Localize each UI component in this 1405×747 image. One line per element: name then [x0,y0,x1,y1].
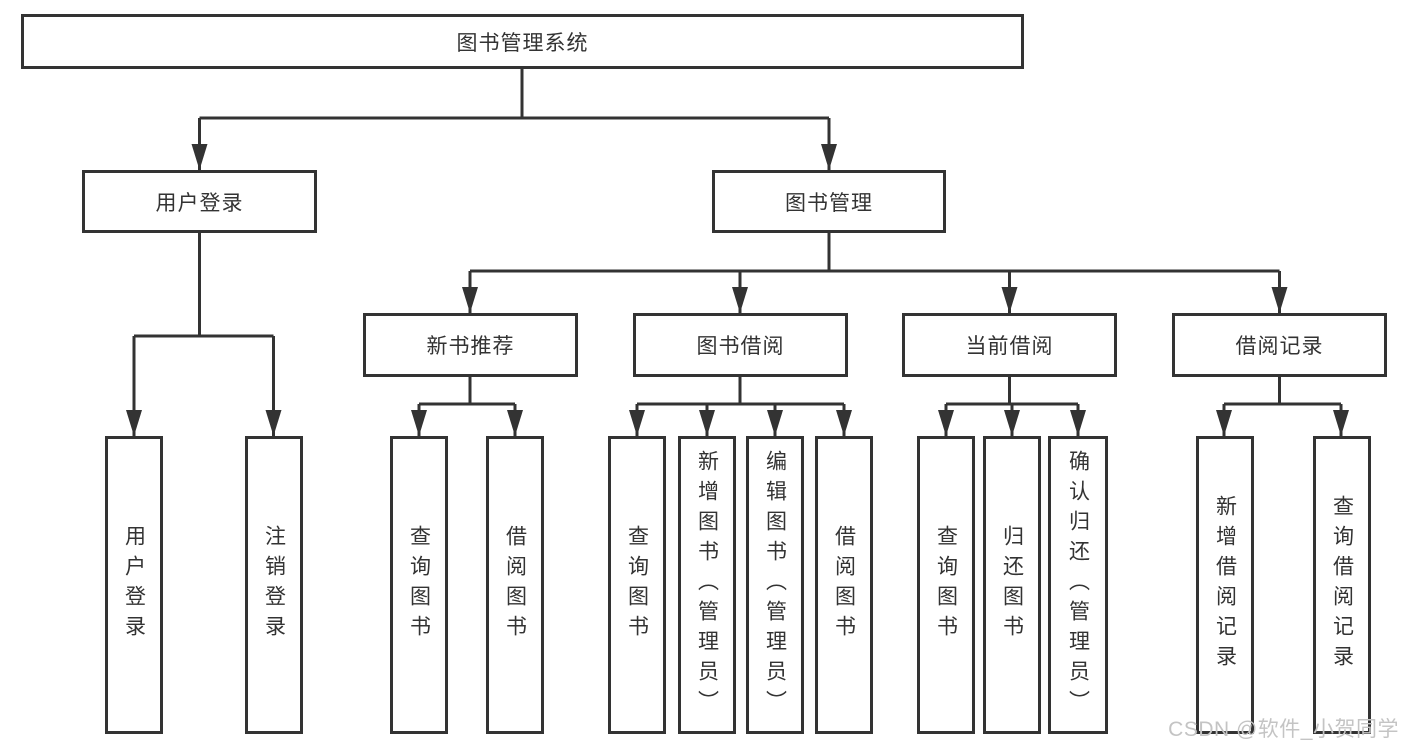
node-root-label: 图书管理系统 [456,31,589,55]
leaf-current-return-books-label: 归还图书 [1000,525,1024,645]
leaf-records-add-record-label: 新增借阅记录 [1213,495,1237,675]
leaf-borrow-add-books-admin-label: 新增图书（管理员） [695,450,719,720]
node-current-borrow: 当前借阅 [902,313,1117,377]
leaf-current-confirm-return-admin: 确认归还（管理员） [1048,436,1108,734]
watermark-text: CSDN @软件_小贺同学 [1168,718,1399,741]
leaf-recommend-query-books: 查询图书 [390,436,448,734]
leaf-current-confirm-return-admin-label: 确认归还（管理员） [1066,450,1090,720]
leaf-current-query-books: 查询图书 [917,436,975,734]
leaf-user-login: 用户登录 [105,436,163,734]
leaf-current-return-books: 归还图书 [983,436,1041,734]
node-user-login: 用户登录 [82,170,317,233]
node-book-borrow-label: 图书借阅 [696,335,785,358]
leaf-current-query-books-label: 查询图书 [934,525,958,645]
node-current-borrow-label: 当前借阅 [965,335,1054,358]
leaf-records-add-record: 新增借阅记录 [1196,436,1254,734]
leaf-records-query-record-label: 查询借阅记录 [1330,495,1354,675]
leaf-borrow-add-books-admin: 新增图书（管理员） [678,436,736,734]
leaf-borrow-query-books: 查询图书 [608,436,666,734]
leaf-borrow-query-books-label: 查询图书 [625,525,649,645]
leaf-records-query-record: 查询借阅记录 [1313,436,1371,734]
leaf-recommend-borrow-books: 借阅图书 [486,436,544,734]
leaf-borrow-edit-books-admin-label: 编辑图书（管理员） [763,450,787,720]
leaf-borrow-borrow-books: 借阅图书 [815,436,873,734]
leaf-user-login-label: 用户登录 [122,525,146,645]
node-new-book-recommend: 新书推荐 [363,313,578,377]
leaf-borrow-edit-books-admin: 编辑图书（管理员） [746,436,804,734]
node-new-book-recommend-label: 新书推荐 [426,335,515,358]
node-book-borrow: 图书借阅 [633,313,848,377]
node-book-management-label: 图书管理 [785,191,873,215]
node-user-login-label: 用户登录 [155,191,244,215]
leaf-recommend-borrow-books-label: 借阅图书 [503,525,527,645]
node-borrow-records: 借阅记录 [1172,313,1387,377]
leaf-logout-label: 注销登录 [262,525,286,645]
leaf-borrow-borrow-books-label: 借阅图书 [832,525,856,645]
leaf-recommend-query-books-label: 查询图书 [407,525,431,645]
node-book-management: 图书管理 [712,170,946,233]
node-borrow-records-label: 借阅记录 [1235,335,1324,358]
node-root: 图书管理系统 [21,14,1024,69]
leaf-logout: 注销登录 [245,436,303,734]
